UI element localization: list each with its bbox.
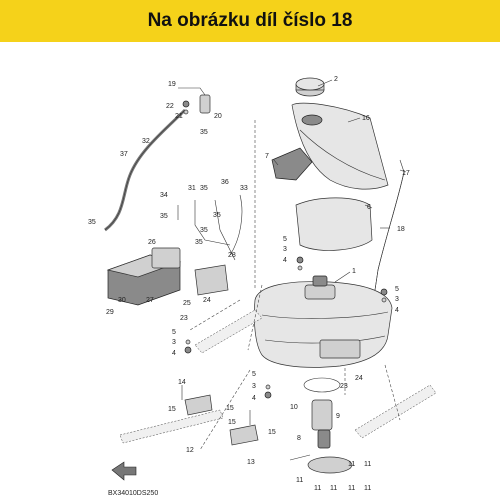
callout-23a: 23 [180, 315, 188, 322]
title-banner: Na obrázku díl číslo 18 [0, 0, 500, 42]
callout-5c: 5 [172, 329, 176, 336]
callout-4c: 4 [172, 350, 176, 357]
callout-26: 26 [148, 239, 156, 246]
callout-13: 13 [247, 459, 255, 466]
callout-5d: 5 [252, 371, 256, 378]
callout-4b: 4 [395, 307, 399, 314]
bracket-25 [194, 264, 229, 296]
callout-15d: 15 [268, 429, 276, 436]
callout-5a: 5 [283, 236, 287, 243]
callout-10: 10 [290, 404, 298, 411]
callout-3d: 3 [252, 383, 256, 390]
callout-23b: 23 [340, 383, 348, 390]
callout-19: 19 [168, 81, 176, 88]
canister [106, 247, 182, 306]
fuel-pump [289, 377, 353, 474]
callout-35f: 35 [195, 239, 203, 246]
mount-strip-left [194, 309, 263, 354]
side-panel-6 [295, 197, 373, 251]
valve-assembly [178, 87, 211, 115]
callout-11b: 11 [364, 461, 371, 468]
callout-14: 14 [178, 379, 186, 386]
callout-36: 36 [221, 179, 229, 186]
callout-3a: 3 [283, 246, 287, 253]
callout-32: 32 [142, 138, 150, 145]
callout-34: 34 [160, 192, 168, 199]
callout-11a: 11 [348, 461, 355, 468]
callout-35: 35 [200, 129, 208, 136]
callout-24a: 24 [203, 297, 211, 304]
callout-11f: 11 [348, 485, 355, 492]
callout-35b: 35 [200, 185, 208, 192]
callout-31: 31 [188, 185, 196, 192]
callout-37: 37 [120, 151, 128, 158]
fuel-cap [295, 77, 325, 97]
bolts [184, 256, 388, 399]
callout-3c: 3 [172, 339, 176, 346]
callout-15c: 15 [228, 419, 236, 426]
parts-diagram: 19 22 21 20 35 2 16 32 37 7 17 6 18 31 3… [88, 76, 437, 497]
callout-5b: 5 [395, 286, 399, 293]
mount-strip-right [354, 384, 437, 439]
callout-29: 29 [106, 309, 114, 316]
callout-2: 2 [334, 76, 338, 83]
side-panel-7 [271, 147, 313, 181]
hose-32 [104, 108, 187, 232]
callout-11e: 11 [330, 485, 337, 492]
leader-lines [189, 79, 407, 451]
callout-16: 16 [362, 115, 370, 122]
callout-24b: 24 [355, 375, 363, 382]
breather-hose [374, 159, 405, 291]
callout-4a: 4 [283, 257, 287, 264]
callout-7: 7 [265, 153, 269, 160]
callout-33: 33 [240, 185, 248, 192]
callout-21: 21 [175, 113, 183, 120]
diagram-code: BX34010DS250 [108, 490, 158, 497]
callout-28: 28 [228, 252, 236, 259]
hose-cluster [177, 194, 243, 261]
fuel-tank [253, 275, 393, 368]
callout-35c: 35 [160, 213, 168, 220]
callout-35e: 35 [88, 219, 96, 226]
callout-labels: 19 22 21 20 35 2 16 32 37 7 17 6 18 31 3… [88, 76, 410, 492]
callout-6: 6 [367, 204, 371, 211]
callout-11g: 11 [364, 485, 371, 492]
callout-27: 27 [146, 297, 154, 304]
callout-35d: 35 [213, 212, 221, 219]
mount-strip-low [119, 409, 224, 444]
callout-18: 18 [397, 226, 405, 233]
callout-20: 20 [214, 113, 222, 120]
callout-4d: 4 [252, 395, 256, 402]
callout-25: 25 [183, 300, 191, 307]
callout-15b: 15 [226, 405, 234, 412]
callout-35g: 35 [200, 227, 208, 234]
callout-3b: 3 [395, 296, 399, 303]
front-arrow-icon [111, 461, 137, 481]
callout-9: 9 [336, 413, 340, 420]
callout-11c: 11 [296, 477, 303, 484]
callout-12: 12 [186, 447, 194, 454]
callout-30: 30 [118, 297, 126, 304]
callout-15a: 15 [168, 406, 176, 413]
tank-cover [291, 102, 389, 190]
callout-1: 1 [352, 268, 356, 275]
callout-11d: 11 [314, 485, 321, 492]
callout-8: 8 [297, 435, 301, 442]
callout-17: 17 [402, 170, 410, 177]
callout-22: 22 [166, 103, 174, 110]
bottom-brackets [181, 385, 259, 446]
banner-title: Na obrázku díl číslo 18 [147, 10, 353, 31]
